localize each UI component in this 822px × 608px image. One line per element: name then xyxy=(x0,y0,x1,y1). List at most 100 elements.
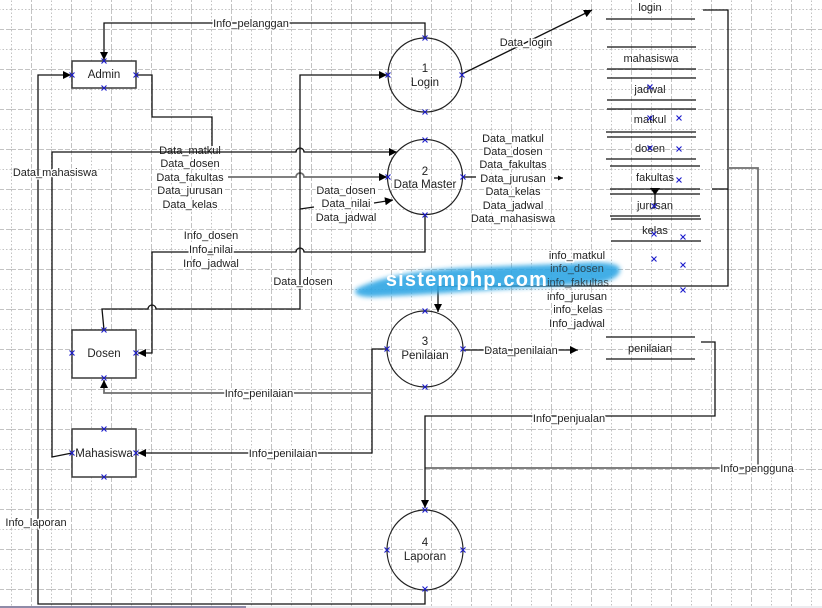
process-name: Data Master xyxy=(394,179,457,191)
flow-label-master-to-dosen: Info_jadwal xyxy=(183,258,239,270)
flow-info-pengguna[interactable] xyxy=(425,167,759,469)
entity-admin[interactable]: Admin xyxy=(71,60,137,89)
flow-dosen-to-master-branch[interactable] xyxy=(299,206,315,210)
process-number: 2 xyxy=(422,166,428,178)
connection-point-marker-icon xyxy=(101,327,107,333)
flow-info-penilaian-mahasiswa[interactable] xyxy=(138,348,387,457)
flow-label-stores-to-penilaian: info_dosen xyxy=(550,263,604,275)
horizontal-scrollbar-thumb[interactable] xyxy=(0,606,246,608)
connection-point-marker-icon xyxy=(459,72,465,78)
flow-label-dosen-to-master: Data_dosen xyxy=(316,185,375,197)
data-store-label: jadwal xyxy=(633,84,665,96)
flow-label-info-laporan: Info_laporan xyxy=(5,517,66,529)
flow-label-group-stores-to-penilaian: info_matkul info_dosen info_fakultas inf… xyxy=(546,249,610,332)
connection-point-marker-icon xyxy=(422,507,428,513)
watermark-text: sistemphp.com xyxy=(386,269,548,291)
connection-point-marker-icon xyxy=(101,58,107,64)
data-store-label: mahasiswa xyxy=(623,53,679,65)
data-store-label: fakultas xyxy=(636,172,674,184)
process-number: 1 xyxy=(422,63,428,75)
entity-label: Mahasiswa xyxy=(75,448,133,460)
flow-label-dosen-to-login: Data_dosen xyxy=(273,276,332,288)
watermark-brush xyxy=(354,262,620,297)
flow-label-master-to-dosen: Info_dosen xyxy=(184,230,238,242)
data-store-matkul[interactable]: matkul xyxy=(606,108,696,133)
connection-point-marker-icon xyxy=(133,72,139,78)
flow-dosen-to-master-arrow[interactable] xyxy=(373,197,394,206)
process-number: 3 xyxy=(422,336,428,348)
process-name: Login xyxy=(411,77,439,89)
horizontal-scrollbar-track[interactable] xyxy=(0,606,822,608)
entity-mahasiswa[interactable]: Mahasiswa xyxy=(71,428,137,478)
flow-info-penjualan[interactable] xyxy=(421,341,716,508)
flow-label-dosen-to-master: Data_nilai xyxy=(322,198,371,210)
connection-point-marker-icon xyxy=(422,308,428,314)
flow-label-master-to-stores: Data_mahasiswa xyxy=(471,213,556,225)
data-store-label: kelas xyxy=(642,225,668,237)
flow-label-stores-to-penilaian: info_fakultas xyxy=(547,277,609,289)
connection-point-marker-icon xyxy=(460,547,466,553)
flow-info-pelanggan[interactable] xyxy=(100,22,426,60)
connection-point-marker-icon xyxy=(460,346,466,352)
flow-label-dosen-to-master: Data_jadwal xyxy=(316,212,377,224)
connection-point-marker-icon xyxy=(422,212,428,218)
connection-markers xyxy=(69,35,686,592)
connection-point-marker-icon xyxy=(384,547,390,553)
flow-label-admin-to-master: Data_dosen xyxy=(160,158,219,170)
flow-label-stores-to-penilaian: info_jurusan xyxy=(547,291,607,303)
connection-point-marker-icon xyxy=(651,231,657,237)
data-store-jadwal[interactable]: jadwal xyxy=(607,77,696,101)
data-store-mahasiswa[interactable]: mahasiswa xyxy=(607,46,696,70)
connection-point-marker-icon xyxy=(101,426,107,432)
connection-point-marker-icon xyxy=(422,586,428,592)
connection-point-marker-icon xyxy=(422,384,428,390)
flow-label-data-penilaian: Data_penilaian xyxy=(484,345,557,357)
data-store-label: dosen xyxy=(635,143,665,155)
flow-label-admin-to-master: Data_fakultas xyxy=(156,172,224,184)
entity-label: Admin xyxy=(88,69,121,81)
data-store-label: login xyxy=(638,2,661,14)
connection-point-marker-icon xyxy=(385,174,391,180)
flow-label-group-master-to-stores: Data_matkul Data_dosen Data_fakultas Dat… xyxy=(469,132,557,227)
connection-point-marker-icon xyxy=(651,203,657,209)
connection-point-marker-icon xyxy=(680,287,686,293)
connection-point-marker-icon xyxy=(384,346,390,352)
connection-point-marker-icon xyxy=(680,262,686,268)
flow-info-laporan[interactable] xyxy=(37,71,426,605)
flow-data-login[interactable] xyxy=(461,9,593,75)
data-store-fakultas[interactable]: fakultas xyxy=(610,165,700,190)
connection-point-marker-icon xyxy=(460,174,466,180)
connection-point-marker-icon xyxy=(647,84,653,90)
flow-admin-out[interactable] xyxy=(136,74,213,146)
connection-point-marker-icon xyxy=(647,145,653,151)
data-store-dosen[interactable]: dosen xyxy=(606,136,696,160)
flow-stores-to-penilaian[interactable] xyxy=(434,9,729,312)
flow-info-penilaian-dosen[interactable] xyxy=(100,380,372,394)
flow-label-master-to-dosen: Info_nilai xyxy=(189,244,233,256)
data-store-label: penilaian xyxy=(628,343,672,355)
flow-label-admin-to-master: Data_jurusan xyxy=(157,185,222,197)
flow-label-data-mahasiswa: Data_mahasiswa xyxy=(13,167,98,179)
connection-point-marker-icon xyxy=(422,35,428,41)
connection-point-marker-icon xyxy=(647,115,653,121)
flow-label-master-to-stores: Data_kelas xyxy=(485,186,541,198)
connection-point-marker-icon xyxy=(680,234,686,240)
flow-label-data-login: Data_login xyxy=(500,37,553,49)
flow-dosen-to-login[interactable] xyxy=(101,71,387,331)
entity-dosen[interactable]: Dosen xyxy=(71,329,137,379)
connection-point-marker-icon xyxy=(101,85,107,91)
data-store-penilaian[interactable]: penilaian xyxy=(606,336,695,360)
connection-point-marker-icon xyxy=(133,450,139,456)
data-store-label: matkul xyxy=(634,114,666,126)
flow-master-to-dosen[interactable] xyxy=(138,215,426,357)
flow-label-info-pengguna: Info_pengguna xyxy=(720,463,794,475)
flow-label-master-to-stores: Data_jadwal xyxy=(483,200,544,212)
flow-label-group-master-to-dosen: Info_dosen Info_nilai Info_jadwal xyxy=(182,229,241,272)
data-store-kelas[interactable]: kelas xyxy=(611,218,701,242)
flow-data-mahasiswa[interactable] xyxy=(51,147,397,458)
connection-point-marker-icon xyxy=(133,350,139,356)
data-store-login[interactable]: login xyxy=(606,2,695,20)
flow-label-stores-to-penilaian: Info_jadwal xyxy=(549,318,605,330)
flow-label-master-to-stores: Data_dosen xyxy=(483,146,542,158)
flow-label-master-to-stores: Data_jurusan xyxy=(480,173,545,185)
